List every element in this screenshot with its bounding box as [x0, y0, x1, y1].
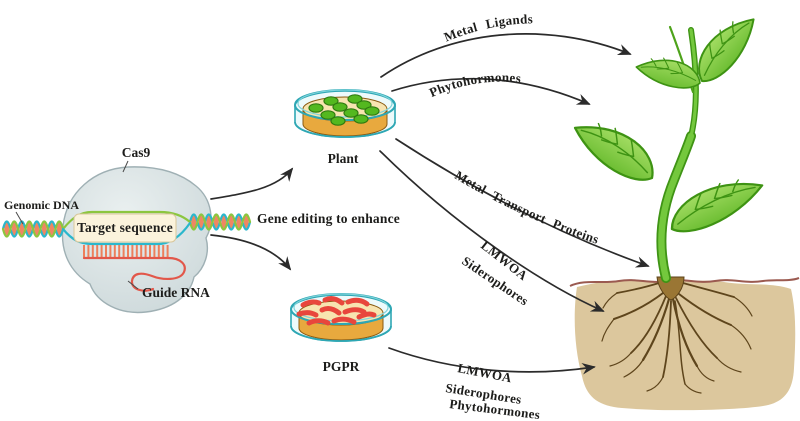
metal-transport-proteins-label: Metal Transport Proteins — [452, 167, 601, 246]
root-crown — [656, 276, 685, 301]
cas9-pointer-line — [122, 160, 129, 173]
cas9-complex — [1, 160, 252, 314]
arrow-edit-to-pgpr — [210, 234, 292, 271]
pgpr-lmwoa-label: LMWOA — [456, 360, 513, 385]
arrow-edit-to-plant — [210, 167, 294, 200]
arrow-phytohormones — [391, 77, 591, 105]
arrow-metal-ligands — [380, 33, 632, 78]
soil-surface-line — [569, 277, 800, 287]
dna-strand-over-target — [61, 210, 192, 231]
soil-block — [569, 276, 800, 411]
arrow-pgpr-exudates — [388, 347, 596, 375]
dna-helix-right — [188, 213, 252, 231]
arrow-lmwoa-siderophores — [379, 150, 605, 312]
genomic-dna-label: Genomic DNA — [4, 198, 79, 212]
target-sequence-label: Target sequence — [77, 220, 173, 235]
plant-stem — [656, 25, 699, 283]
pgpr-dish-label: PGPR — [323, 359, 360, 374]
dna-strand-under-target — [61, 221, 192, 246]
pgpr-bacteria — [296, 296, 377, 326]
roots — [601, 282, 753, 394]
plant-illustration — [565, 6, 770, 283]
arrow-metal-transport-proteins — [395, 138, 650, 268]
leaf-mid-left — [565, 109, 666, 191]
metal-ligands-label: Metal Ligands — [442, 11, 533, 44]
plant-petri-dish — [294, 89, 396, 138]
gene-editing-label: Gene editing to enhance — [257, 211, 400, 226]
dna-helix-left — [1, 220, 65, 238]
guide-rna-label: Guide RNA — [142, 285, 210, 300]
flow-arrows — [210, 33, 650, 375]
rna-dna-pairing-comb — [83, 245, 169, 257]
guide-rna-pointer-line — [127, 280, 139, 290]
target-sequence-box — [73, 213, 177, 243]
pgpr-petri-dish — [290, 293, 392, 342]
genomic-dna-pointer-line — [15, 211, 24, 225]
guide-rna-strand — [82, 256, 186, 292]
cas9-label: Cas9 — [122, 145, 151, 160]
plant-calli — [308, 94, 380, 126]
phytohormones-label: Phytohormones — [427, 70, 522, 100]
plant-dish-label: Plant — [328, 151, 359, 166]
